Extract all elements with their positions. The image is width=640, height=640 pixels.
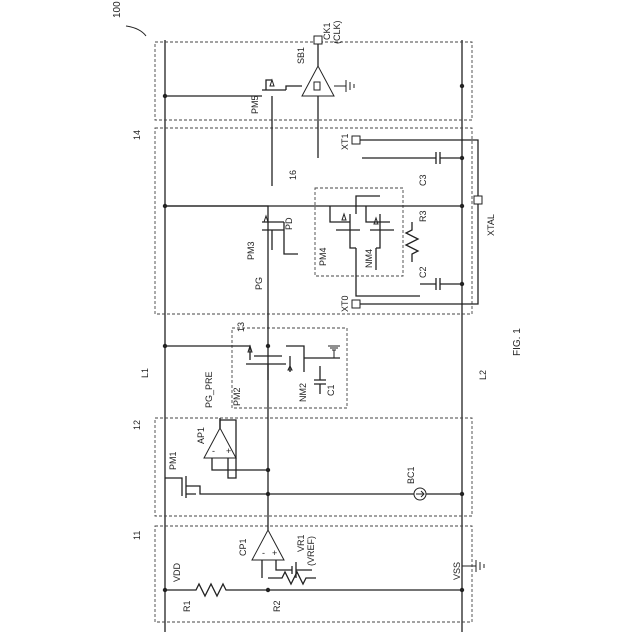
r1-label: R1 — [182, 600, 192, 612]
c2-label: C2 — [418, 266, 428, 278]
xt1-terminal — [352, 136, 360, 144]
c1-capacitor — [314, 366, 326, 394]
junction-dot — [266, 588, 270, 592]
r2-label: R2 — [272, 600, 282, 612]
label-l1: L1 — [140, 368, 150, 378]
junction-dot — [460, 492, 464, 496]
label-l2: L2 — [478, 370, 488, 380]
nm2-transistor — [286, 346, 340, 372]
cp1-comparator — [252, 530, 284, 560]
r3-resistor — [406, 222, 418, 262]
ref-number: 100 — [112, 1, 123, 18]
nm4-arrow-icon — [374, 218, 378, 224]
clk-label: (CLK) — [332, 20, 342, 44]
junction-dot — [460, 156, 464, 160]
ck1-terminal — [314, 36, 322, 44]
junction-dot — [163, 204, 167, 208]
pm1-label: PM1 — [168, 451, 178, 470]
vr1-label: VR1 — [296, 534, 306, 552]
bc1-label: BC1 — [406, 466, 416, 484]
ref-arrow — [126, 26, 146, 36]
junction-dot — [460, 588, 464, 592]
xtal-crystal — [474, 196, 482, 204]
label-vdd: VDD — [172, 562, 182, 582]
pm1-transistor — [165, 476, 204, 498]
junction-dot — [266, 468, 270, 472]
pm4-arrow-icon — [342, 214, 346, 220]
block-11-label: 11 — [132, 531, 142, 540]
junction-dot — [163, 344, 167, 348]
block-14-label: 14 — [132, 130, 142, 140]
c2-capacitor — [420, 278, 462, 290]
xt0-terminal — [352, 300, 360, 308]
r1-resistor — [165, 584, 462, 596]
junction-dot — [163, 588, 167, 592]
cp1-minus: - — [262, 548, 265, 558]
block-16-label: 16 — [288, 170, 298, 180]
nm4-label: NM4 — [364, 249, 374, 268]
junction-dot — [163, 94, 167, 98]
pd-label: PD — [284, 217, 294, 230]
junction-dot — [460, 282, 464, 286]
xtal-label: XTAL — [486, 214, 496, 236]
block-16 — [315, 188, 403, 276]
nm4-transistor — [366, 206, 394, 248]
ground-top — [334, 80, 354, 92]
pg-label: PG — [254, 277, 264, 290]
vref-label: (VREF) — [306, 536, 316, 566]
junction-dot — [460, 204, 464, 208]
cp1-plus: + — [272, 548, 277, 558]
sb1-buffer — [302, 66, 334, 96]
c3-label: C3 — [418, 174, 428, 186]
xt0-label: XT0 — [340, 295, 350, 312]
pm3-label: PM3 — [246, 241, 256, 260]
block-12-label: 12 — [132, 420, 142, 430]
pm5-transistor — [165, 80, 302, 186]
c3-capacitor — [362, 152, 462, 164]
label-vss: VSS — [452, 562, 462, 580]
ck1-label: CK1 — [322, 22, 332, 40]
pm5-label: PM5 — [250, 95, 260, 114]
pm2-label: PM2 — [232, 387, 242, 406]
ap1-minus: - — [212, 446, 215, 456]
ground-13 — [328, 346, 340, 358]
ap1-plus: + — [226, 446, 231, 456]
pg-pre-label: PG_PRE — [204, 371, 214, 408]
block-13-label: 13 — [236, 322, 246, 332]
c1-label: C1 — [326, 384, 336, 396]
pm5-arrow-icon — [270, 80, 274, 86]
nm2-label: NM2 — [298, 383, 308, 402]
ap1-label: AP1 — [196, 427, 206, 444]
xt1-label: XT1 — [340, 133, 350, 150]
junction-dot — [266, 344, 270, 348]
pm4-label: PM4 — [318, 247, 328, 266]
junction-dot — [460, 84, 464, 88]
r3-label: R3 — [418, 210, 428, 222]
sb1-label: SB1 — [296, 47, 306, 64]
vss-ground-11 — [462, 560, 484, 572]
cp1-label: CP1 — [238, 538, 248, 556]
junction-dot — [266, 492, 270, 496]
figure-caption: FIG. 1 — [512, 328, 523, 356]
